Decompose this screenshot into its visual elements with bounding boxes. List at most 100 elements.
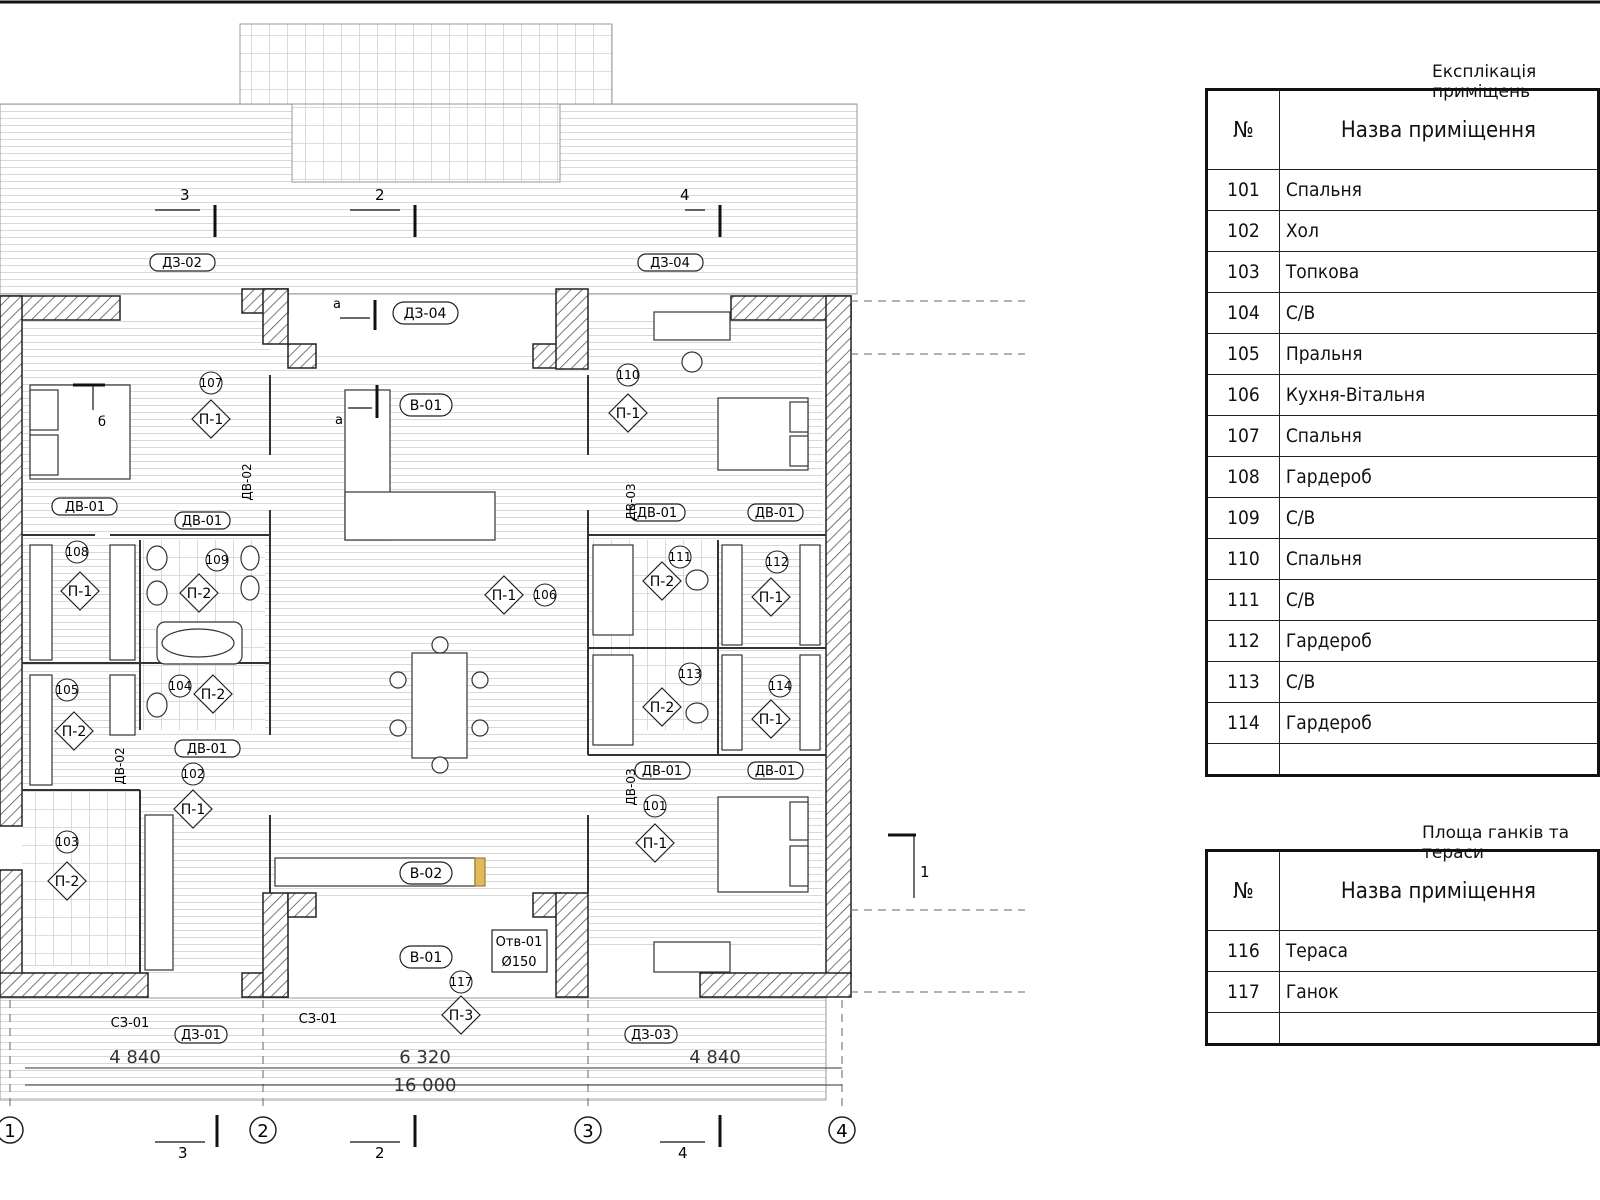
floor-tag-113: П-2 [650,700,675,716]
table-row-empty [1206,743,1600,776]
tag-dv01-111: ДВ-01 [637,506,677,521]
tag-boxes [51,253,804,1044]
section-3-top: 3 [180,186,190,204]
tag-dv01-108: ДВ-01 [65,500,105,515]
room-numbers: 107 110 106 108 109 111 112 113 114 104 … [56,368,792,989]
tag-v01-bottom: В-01 [410,950,442,966]
floor-tag-105: П-2 [62,724,87,740]
shower-111 [592,544,634,636]
tag-dv01-113: ДВ-01 [642,764,682,779]
section-a-mid: а [335,413,343,428]
axis-1: 1 [4,1121,15,1142]
dim-6320: 6 320 [399,1047,451,1068]
dimension-lines [25,1067,842,1086]
terrace [0,23,858,295]
porches-table-header: № Назва приміщення [1206,850,1600,931]
tag-dv01-104: ДВ-01 [187,742,227,757]
tag-dv03-110: ДВ-03 [624,483,638,520]
floor-type-labels: П-1 П-1 П-1 П-1 П-2 П-2 П-1 П-2 П-1 П-2 … [55,406,784,1024]
floor-tag-106: П-1 [492,588,517,604]
room-no-110: 110 [617,368,640,382]
room-no-101: 101 [644,799,667,813]
section-b: б [98,415,106,430]
tag-dz01: ДЗ-01 [181,1028,221,1043]
tag-dv01-109: ДВ-01 [182,514,222,529]
tag-dv01-114: ДВ-01 [755,764,795,779]
rooms-table-header: № Назва приміщення [1206,89,1600,170]
room-no-106: 106 [534,588,557,602]
floor-tag-110: П-1 [616,406,641,422]
section-4-top: 4 [680,186,690,204]
chairs [389,351,703,774]
porches-col-no: № [1206,850,1280,931]
tag-dz04-mid: ДЗ-04 [404,306,447,322]
floor-tag-103: П-2 [55,874,80,890]
room-number-circles [55,363,792,994]
interior-walls [22,375,826,973]
section-marks [73,205,916,1147]
section-3-bottom: 3 [178,1144,188,1162]
floor-tag-117: П-3 [449,1008,474,1024]
floor-tag-101: П-1 [643,836,668,852]
tag-otv-diameter: Ø150 [501,955,536,970]
room-no-103: 103 [56,835,79,849]
section-1-right: 1 [920,863,930,881]
boiler-room-unit [144,814,174,971]
porch [0,997,827,1101]
exterior-walls [0,288,852,998]
room-no-112: 112 [766,555,789,569]
furniture [29,311,821,973]
room-no-113: 113 [679,667,702,681]
rooms-col-no: № [1206,89,1280,170]
shower-113 [592,654,634,746]
room-no-105: 105 [56,683,79,697]
floor-tag-102: П-1 [181,802,206,818]
tag-dv02-107: ДВ-02 [240,463,254,500]
room-no-107: 107 [200,376,223,390]
axis-bubbles [0,1116,856,1144]
tag-otv01: Отв-01 [496,935,543,950]
tag-dv03-101: ДВ-03 [624,768,638,805]
axis-3: 3 [582,1121,593,1142]
floor-tag-112: П-1 [759,590,784,606]
tag-dz04-right: ДЗ-04 [650,256,690,271]
tag-dv01-112: ДВ-01 [755,506,795,521]
tag-dz03: ДЗ-03 [631,1028,671,1043]
desk-110 [653,311,731,341]
tag-sz01-mid: СЗ-01 [299,1012,338,1027]
room-no-114: 114 [769,679,792,693]
dim-4840-left: 4 840 [109,1047,161,1068]
room-no-102: 102 [182,767,205,781]
rooms-col-name: Назва приміщення [1278,89,1600,170]
room-no-117: 117 [450,975,473,989]
room-no-108: 108 [66,545,89,559]
table-row-empty [1206,1012,1600,1045]
section-2-top: 2 [375,186,385,204]
room-no-104: 104 [169,679,192,693]
section-2-bottom: 2 [375,1144,385,1162]
porches-col-name: Назва приміщення [1278,850,1600,931]
floor-tag-114: П-1 [759,712,784,728]
floor-tag-107: П-1 [199,412,224,428]
tag-dz02: ДЗ-02 [162,256,202,271]
floor-type-diamonds [47,393,791,1035]
floor-tag-108: П-1 [68,584,93,600]
dining-table [411,652,468,759]
tag-v02: В-02 [410,866,442,882]
desk-101 [653,941,731,973]
